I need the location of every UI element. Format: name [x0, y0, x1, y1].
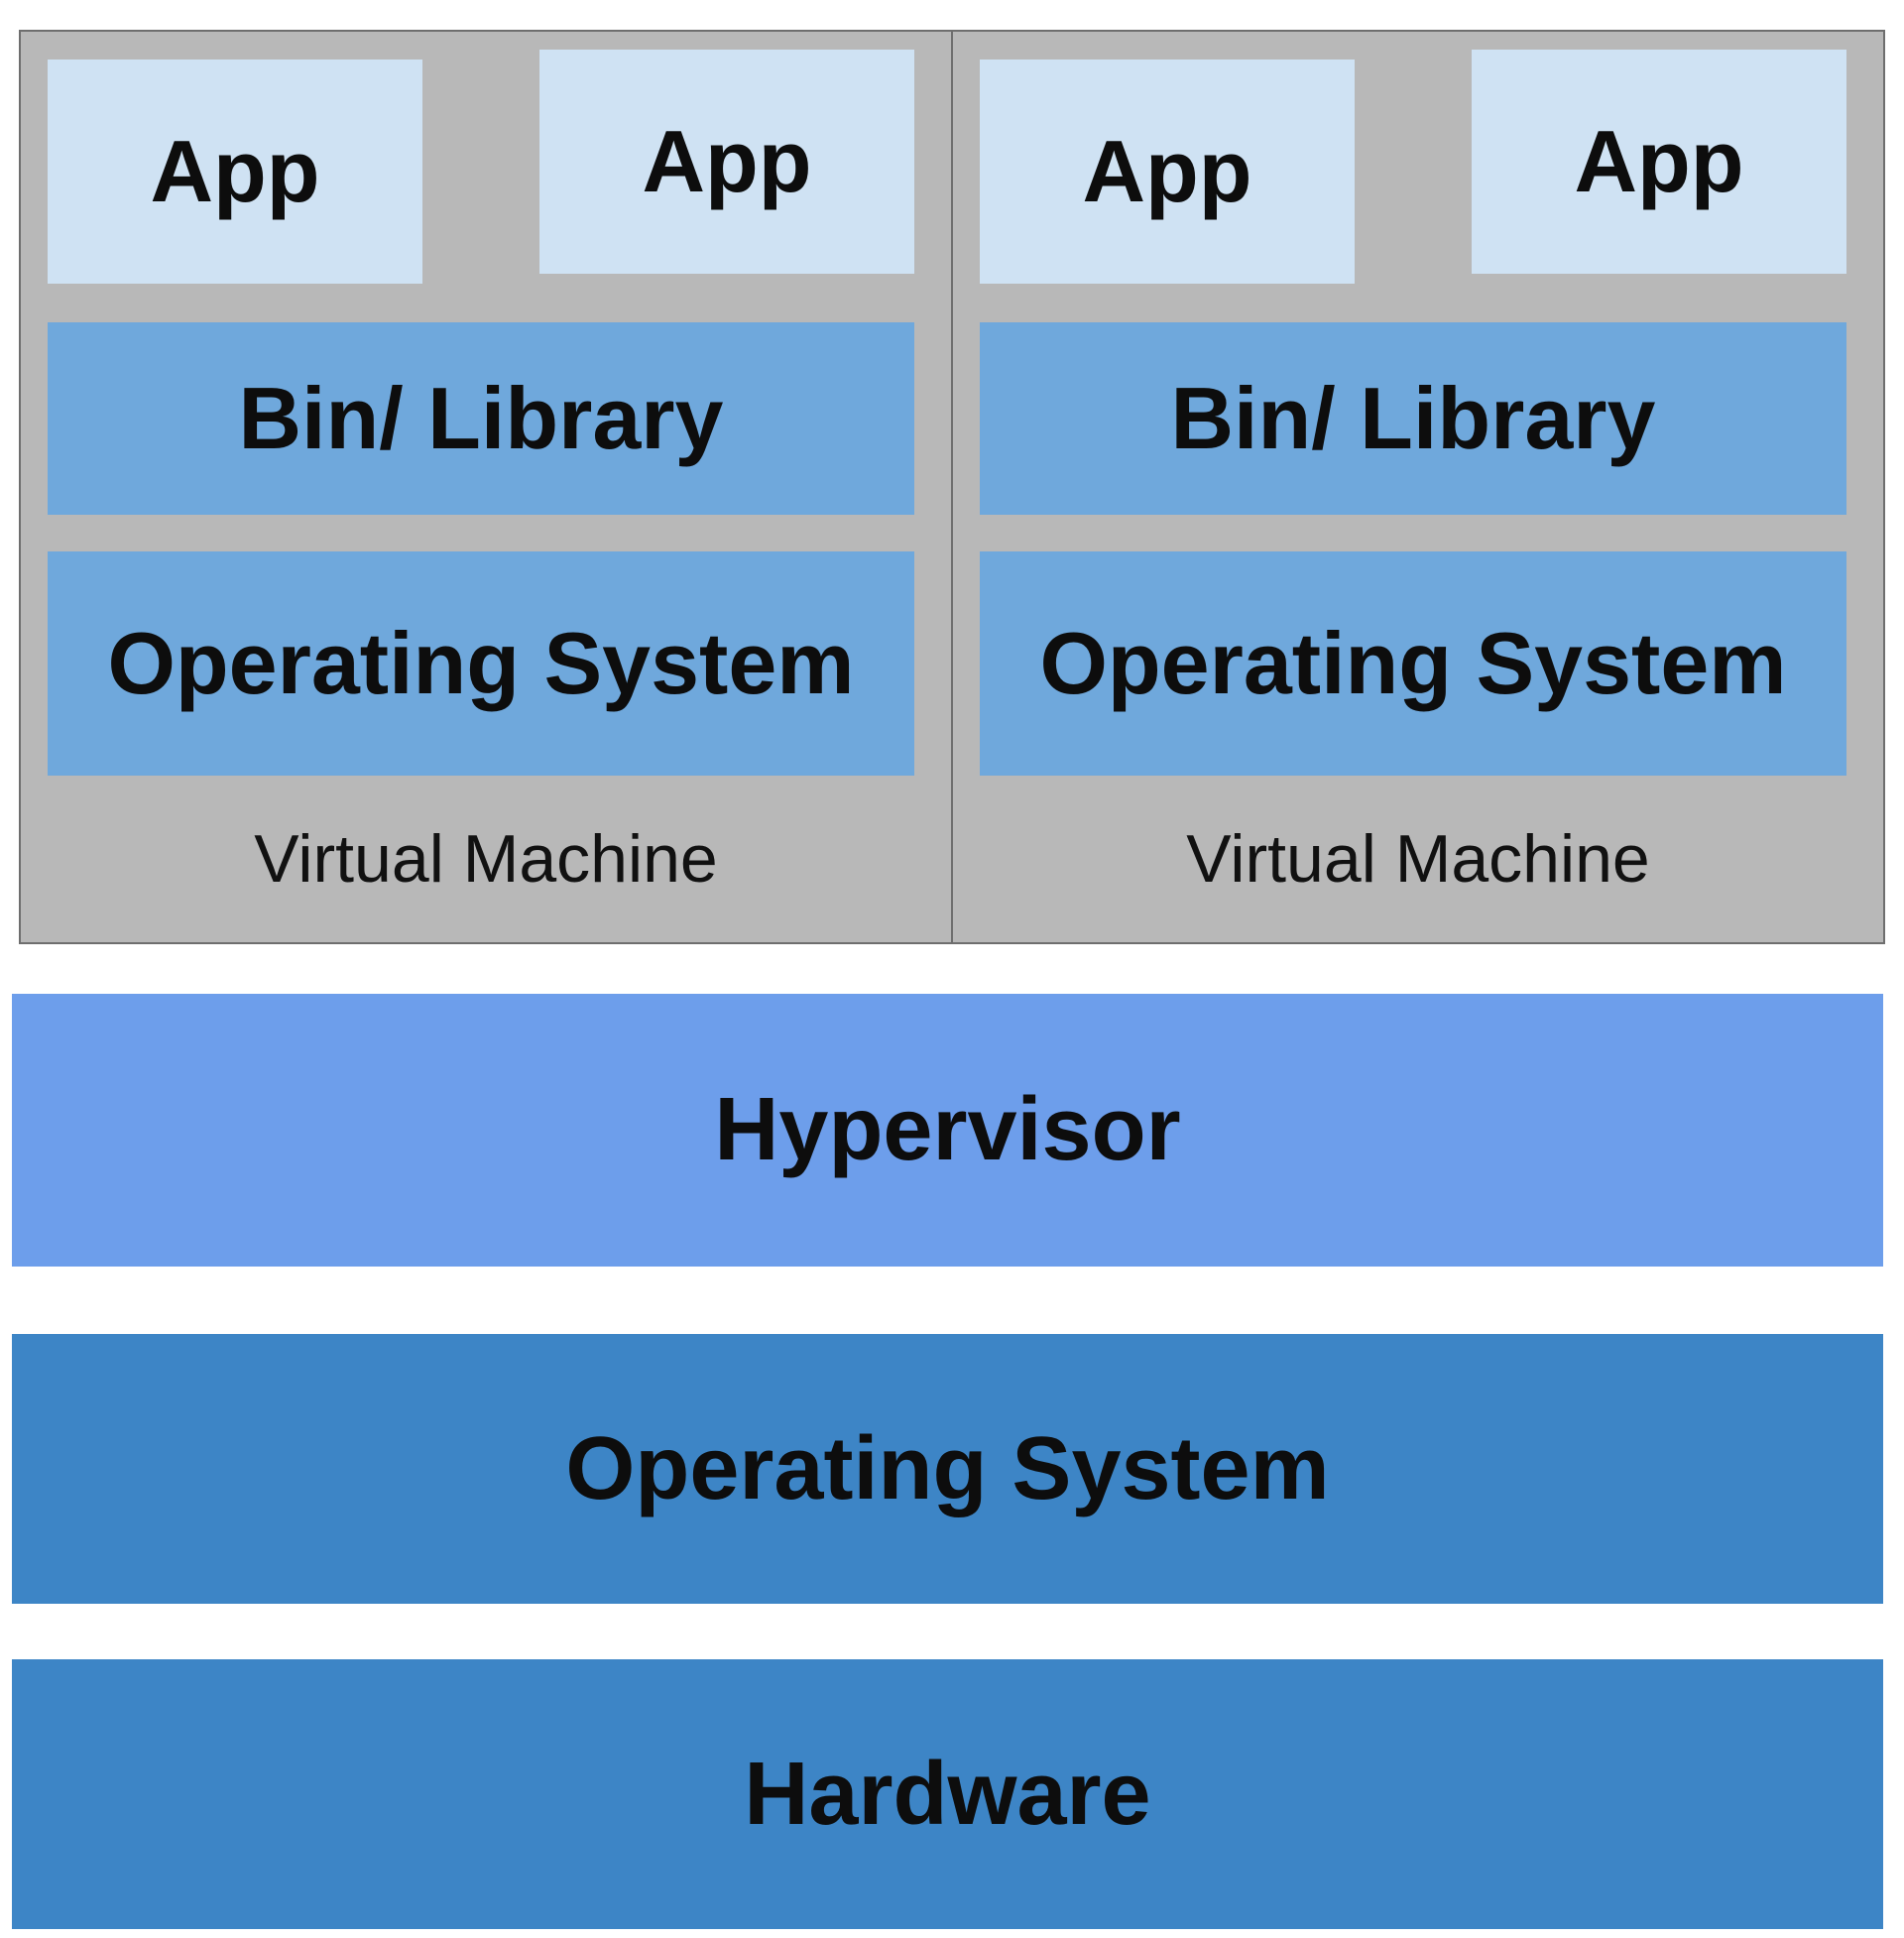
vm2-app-1: App [980, 60, 1355, 284]
vm1-app-1: App [48, 60, 422, 284]
virtual-machine-1: App App Bin/ Library Operating System Vi… [19, 30, 953, 944]
vm2-bin-library: Bin/ Library [980, 322, 1846, 515]
host-operating-system-layer: Operating System [12, 1334, 1883, 1604]
vm1-label: Virtual Machine [254, 821, 718, 897]
virtual-machine-2: App App Bin/ Library Operating System Vi… [951, 30, 1885, 944]
vm1-operating-system: Operating System [48, 551, 914, 776]
hypervisor-layer: Hypervisor [12, 994, 1883, 1267]
vm2-operating-system: Operating System [980, 551, 1846, 776]
vm2-app-2: App [1472, 50, 1846, 274]
vm2-label: Virtual Machine [1186, 821, 1650, 897]
vm1-app-2: App [539, 50, 914, 274]
hardware-layer: Hardware [12, 1659, 1883, 1929]
vm1-bin-library: Bin/ Library [48, 322, 914, 515]
